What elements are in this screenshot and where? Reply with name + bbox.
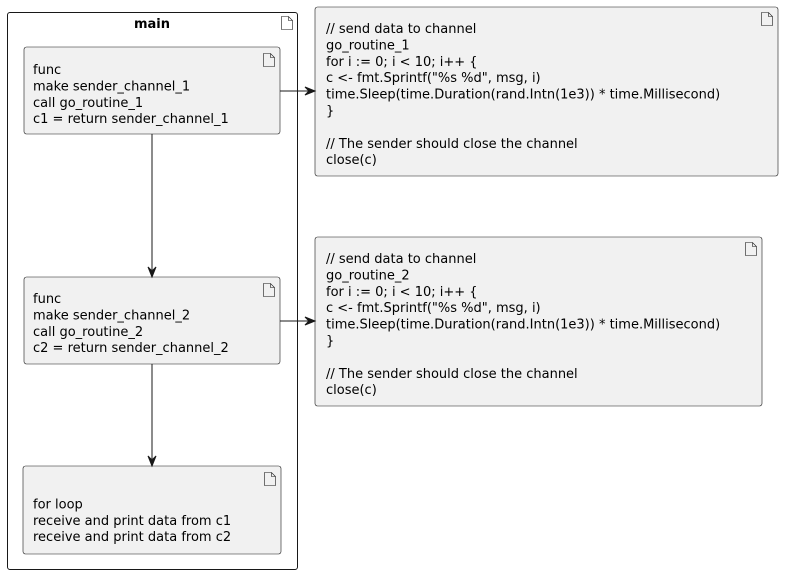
edge-func1-func2 — [147, 134, 157, 279]
edge-func2-loop-arrowhead — [147, 455, 157, 468]
note1-line: // send data to channel — [326, 22, 476, 37]
note2-line: // The sender should close the channel — [326, 367, 578, 382]
edge-func1-func2-arrowhead — [147, 266, 157, 279]
edge-func2-note2 — [280, 316, 317, 326]
func1-line: call go_routine_1 — [33, 96, 143, 111]
edge-func1-note1-arrowhead — [304, 86, 317, 96]
func1-line: func — [33, 63, 61, 78]
edge-func2-loop — [147, 364, 157, 468]
loop-document-icon — [264, 472, 276, 486]
note1-line: go_routine_1 — [326, 38, 410, 53]
func1-line: make sender_channel_1 — [33, 79, 190, 94]
note1-line: } — [326, 104, 334, 119]
loop-line: receive and print data from c1 — [33, 514, 231, 529]
loop-line: receive and print data from c2 — [33, 530, 231, 545]
note2-line: } — [326, 334, 334, 349]
func1-document-icon — [263, 53, 275, 67]
func2-text: func make sender_channel_2 call go_routi… — [33, 292, 229, 356]
edge-func2-note2-arrowhead — [304, 316, 317, 326]
note2-document-icon — [745, 242, 757, 256]
edge-func1-note1 — [280, 86, 317, 96]
func2-document-icon — [263, 283, 275, 297]
func1-node: func make sender_channel_1 call go_routi… — [23, 46, 281, 135]
note1-line: c <- fmt.Sprintf("%s %d", msg, i) — [326, 71, 541, 86]
func2-node: func make sender_channel_2 call go_routi… — [23, 276, 281, 365]
func2-line: make sender_channel_2 — [33, 308, 190, 323]
func2-line: call go_routine_2 — [33, 325, 143, 340]
loop-line: for loop — [33, 497, 83, 512]
note1-line: close(c) — [326, 153, 377, 168]
note1-line: for i := 0; i < 10; i++ { — [326, 55, 478, 70]
func1-text: func make sender_channel_1 call go_routi… — [33, 63, 229, 127]
note1-line: // The sender should close the channel — [326, 137, 578, 152]
loop-text: for loop receive and print data from c1 … — [33, 497, 231, 545]
loop-node: for loop receive and print data from c1 … — [22, 465, 282, 555]
main-document-icon — [281, 16, 293, 30]
note2-line: close(c) — [326, 383, 377, 398]
func1-line: c1 = return sender_channel_1 — [33, 112, 229, 127]
note1-line: time.Sleep(time.Duration(rand.Intn(1e3))… — [326, 88, 720, 103]
note1-document-icon — [761, 12, 773, 26]
main-title: main — [134, 17, 170, 32]
note2-line: for i := 0; i < 10; i++ { — [326, 285, 478, 300]
func2-line: func — [33, 292, 61, 307]
note2-line: c <- fmt.Sprintf("%s %d", msg, i) — [326, 301, 541, 316]
func2-line: c2 = return sender_channel_2 — [33, 341, 229, 356]
note2-line: go_routine_2 — [326, 268, 410, 283]
note2-line: // send data to channel — [326, 252, 476, 267]
note2-line: time.Sleep(time.Duration(rand.Intn(1e3))… — [326, 318, 720, 333]
